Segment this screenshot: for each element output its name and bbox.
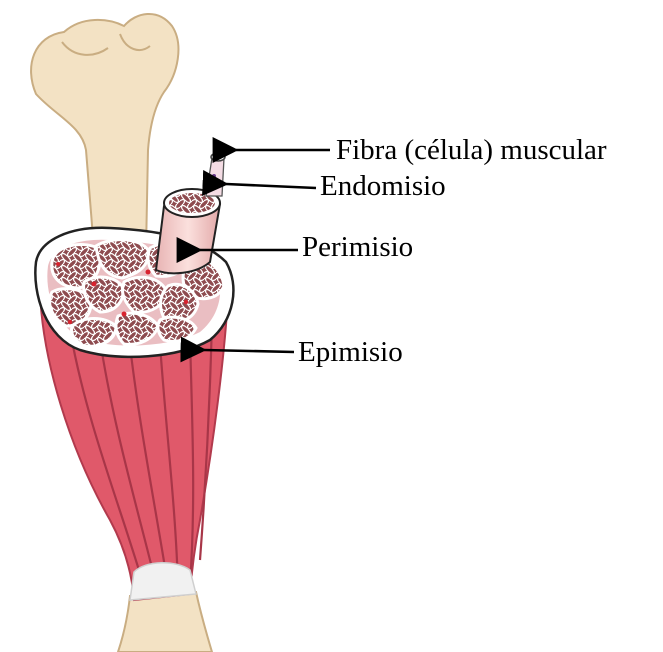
label-perimysium: Perimisio [302, 233, 413, 262]
bone-bottom [118, 592, 212, 652]
tendon [130, 563, 196, 600]
label-muscle-fiber: Fibra (célula) muscular [336, 136, 607, 165]
perimysium-tube [156, 189, 220, 273]
nucleus [212, 174, 216, 178]
bone-top [31, 14, 178, 250]
endomysium-fiber [206, 153, 225, 196]
arrow-icon [226, 184, 316, 188]
label-epimysium: Epimisio [298, 338, 403, 367]
label-endomysium: Endomisio [320, 172, 446, 201]
